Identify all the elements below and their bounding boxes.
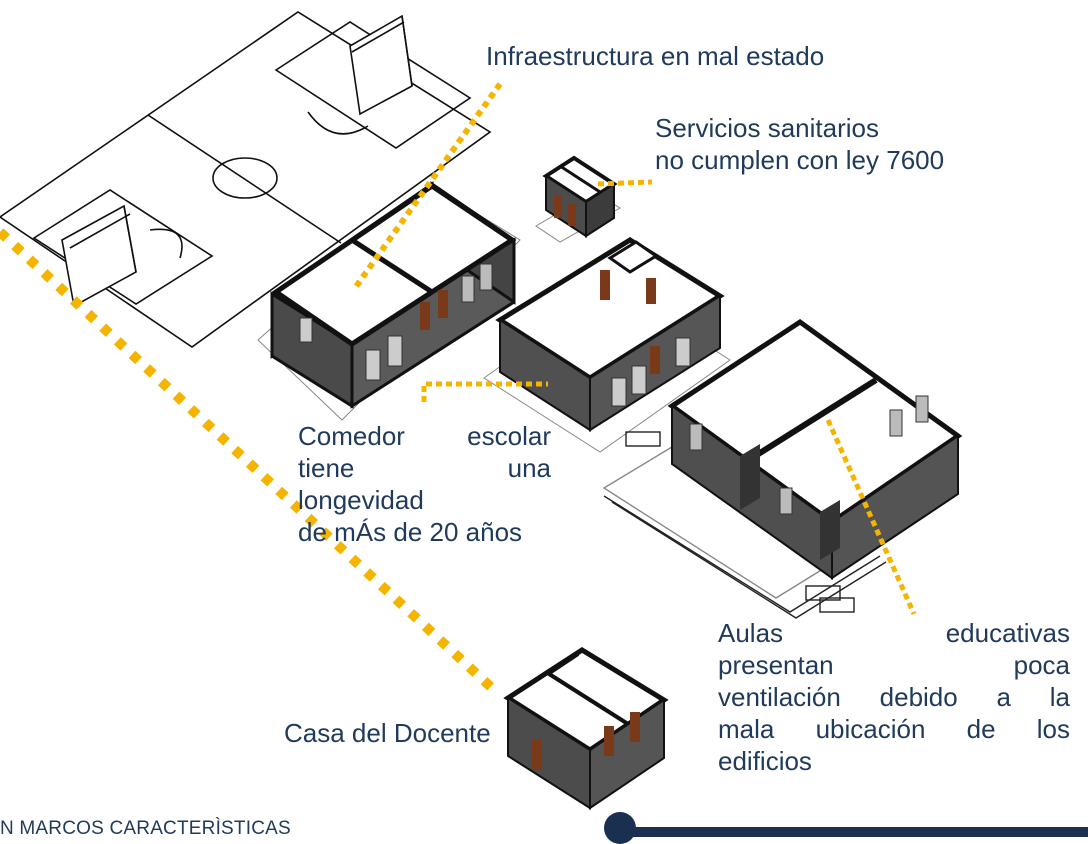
callout-infraestructura (352, 82, 503, 290)
comedor-building (257, 181, 521, 421)
label-comedor-line4: de mÁs de 20 años (298, 517, 523, 547)
label-aulas: Aulas educativas presentan poca ventilac… (718, 617, 1070, 777)
casa-docente-building (503, 647, 669, 810)
label-comedor-line3: longevidad (298, 485, 424, 515)
aulas-building (667, 318, 963, 580)
callout-casa (0, 228, 498, 694)
footer-accent-bar (630, 827, 1088, 837)
label-sanitarios-line2: no cumplen con ley 7600 (655, 145, 945, 175)
label-comedor: Comedor escolar tiene una longevidad de … (298, 420, 551, 548)
label-comedor-line1: Comedor escolar (298, 421, 551, 451)
label-aulas-line5: edificios (718, 746, 812, 776)
soccer-field (0, 11, 492, 348)
label-aulas-line1: Aulas educativas (718, 618, 1070, 648)
label-aulas-line4: mala ubicación de los (718, 714, 1070, 744)
label-aulas-line2: presentan poca (718, 650, 1070, 680)
sanitary-block (535, 155, 621, 243)
center-building (483, 237, 731, 453)
label-casa-docente: Casa del Docente (284, 718, 491, 748)
callout-lines (0, 82, 917, 694)
label-infraestructura: Infraestructura en mal estado (486, 41, 825, 71)
callout-comedor (421, 381, 548, 402)
callout-sanitarios (597, 179, 653, 187)
footer-caption: N MARCOS CARACTERÌSTICAS (0, 818, 291, 839)
label-sanitarios-line1: Servicios sanitarios (655, 113, 879, 143)
label-aulas-line3: ventilación debido a la (718, 682, 1070, 712)
callout-aulas (825, 418, 917, 616)
label-servicios-sanitarios: Servicios sanitarios no cumplen con ley … (655, 112, 944, 176)
label-comedor-line2: tiene una (298, 453, 551, 483)
